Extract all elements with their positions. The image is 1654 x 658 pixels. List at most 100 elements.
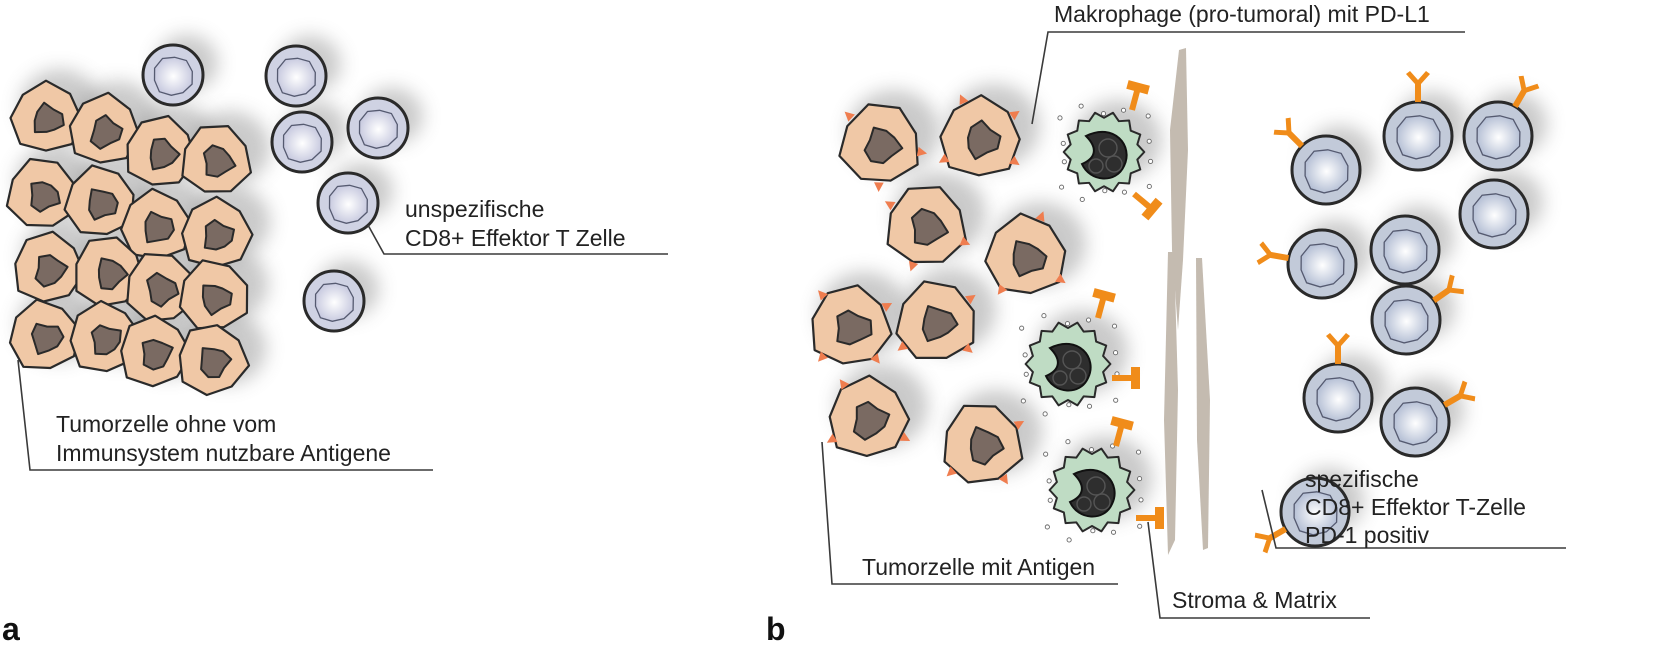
t-cell-nucleus — [358, 109, 398, 149]
t-cell — [302, 269, 366, 333]
macrophage-cell — [1043, 416, 1164, 543]
tumor-nucleus — [97, 257, 129, 291]
t-cell — [1370, 274, 1464, 356]
t-cell-nucleus — [1383, 229, 1428, 274]
tumor-cell — [8, 298, 81, 370]
pdl1-ligand — [1112, 367, 1140, 389]
tumor-cell — [126, 114, 197, 186]
antigen-marker — [965, 294, 976, 305]
tumor-nucleus — [201, 284, 233, 317]
pdl1-ligand — [1092, 288, 1116, 319]
tumor-cell — [838, 103, 928, 192]
t-cell — [1458, 178, 1530, 250]
t-cell — [346, 96, 410, 160]
t-cell-nucleus — [1293, 491, 1338, 536]
tumor-cell — [826, 374, 911, 457]
tumor-nucleus — [89, 114, 124, 150]
tumor-cell — [181, 125, 252, 193]
stroma-label: Stroma & Matrix — [1172, 587, 1337, 613]
t-cell-nucleus — [1316, 377, 1361, 422]
leader-tcell-b — [1261, 489, 1566, 549]
leader-stroma — [1147, 521, 1370, 619]
antigen-marker — [881, 302, 893, 312]
antigen-marker — [997, 284, 1008, 295]
pd1-receptor — [1512, 75, 1540, 109]
tumor-nucleus — [146, 271, 180, 308]
t-cell — [1273, 117, 1362, 206]
antigen-marker — [826, 433, 838, 443]
tumor-cells-no-antigen — [5, 79, 254, 397]
macrophage-label: Makrophage (pro-tumoral) mit PD-L1 — [1054, 1, 1430, 27]
t-cell — [270, 110, 334, 174]
stroma-fiber — [1164, 252, 1178, 555]
t-cell — [1462, 75, 1540, 172]
macrophage-cell — [1057, 80, 1163, 221]
antigen-marker — [959, 94, 969, 106]
tumor-b-label: Tumorzelle mit Antigen — [862, 554, 1095, 580]
tumor-cell — [178, 259, 249, 330]
t-cell-nucleus — [153, 56, 193, 96]
t-cell-nucleus — [328, 184, 368, 224]
tumor-a-label-line2: Immunsystem nutzbare Antigene — [56, 440, 391, 466]
antigen-marker — [874, 182, 884, 192]
unspecific-t-cells — [141, 43, 410, 333]
tumor-cell — [9, 79, 83, 152]
tumor-nucleus — [202, 144, 237, 178]
tumor-cell — [120, 187, 193, 260]
antigen-marker — [959, 236, 971, 246]
pd1-receptor — [1256, 241, 1290, 266]
tumor-cell — [68, 91, 140, 164]
t-cell-nucleus — [1393, 401, 1438, 446]
antigen-marker — [962, 343, 973, 353]
tumor-nucleus — [30, 322, 65, 356]
pdl1-ligand — [1110, 416, 1134, 447]
pdl1-ligand — [1126, 80, 1150, 111]
leader-macrophage — [1031, 31, 1465, 125]
tumor-cell — [811, 284, 893, 365]
leader-tcell-a — [367, 224, 668, 255]
t-cell-nucleus — [1396, 115, 1441, 160]
tumor-nucleus — [33, 101, 65, 134]
t-cell-nucleus — [276, 57, 316, 97]
antigen-marker — [839, 379, 850, 390]
t-cell — [1302, 333, 1374, 434]
antigen-marker — [897, 341, 909, 351]
tumor-nucleus — [969, 426, 1005, 466]
tcell-a-label-line2: CD8+ Effektor T Zelle — [405, 225, 626, 251]
tumor-nucleus — [30, 181, 61, 213]
tumor-cell — [181, 195, 254, 268]
tcell-a-label-line1: unspezifische — [405, 196, 544, 222]
stroma-fiber — [1196, 258, 1210, 550]
t-cell — [316, 171, 380, 235]
antigen-marker — [884, 201, 896, 211]
tumor-cell — [178, 324, 251, 397]
antigen-marker — [1035, 211, 1045, 222]
pd1-receptor — [1432, 274, 1464, 303]
specific-t-cells — [1254, 71, 1540, 554]
pd1-receptor — [1406, 71, 1430, 102]
stroma-fiber — [1170, 48, 1188, 330]
tumor-nucleus — [88, 188, 119, 221]
tumor-nucleus — [200, 347, 233, 379]
tumor-nucleus — [144, 210, 175, 244]
t-cell-nucleus — [1472, 193, 1517, 238]
pd1-receptor — [1273, 117, 1305, 149]
tumor-nucleus — [203, 218, 235, 251]
leader-tumor-a — [17, 359, 433, 471]
antigen-marker — [1009, 110, 1020, 121]
tumor-nucleus — [149, 137, 181, 171]
t-cell — [1369, 214, 1441, 286]
antigen-marker — [844, 111, 855, 122]
antigen-marker — [908, 260, 919, 272]
tumor-cell — [120, 314, 193, 388]
tumor-nucleus — [34, 254, 69, 288]
t-cell-nucleus — [1304, 149, 1349, 194]
tumor-nucleus — [967, 119, 1002, 161]
t-cell — [1256, 228, 1358, 300]
tumor-cell — [943, 404, 1025, 485]
pd1-receptor — [1326, 333, 1350, 364]
t-cell-nucleus — [1384, 299, 1429, 344]
tcell-b-label-line3: PD-1 positiv — [1305, 522, 1429, 548]
tumor-nucleus — [1012, 240, 1048, 278]
